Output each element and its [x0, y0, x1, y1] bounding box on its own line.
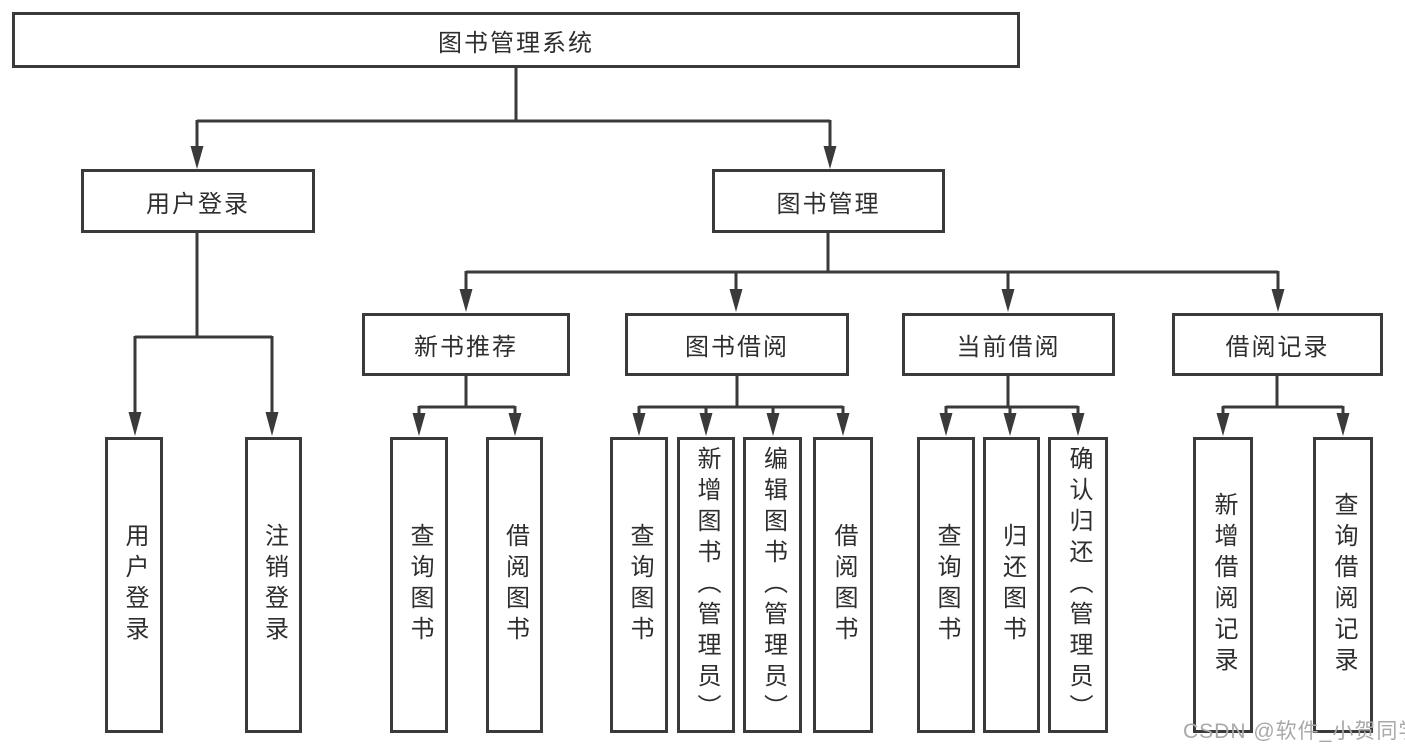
leaf-query-books-borrow: 查询图书 [610, 437, 668, 733]
node-library-system: 图书管理系统 [12, 12, 1020, 68]
leaf-user-login: 用户登录 [105, 437, 163, 733]
leaf-borrow-books: 借阅图书 [813, 437, 873, 733]
leaf-confirm-return-admin-label: 确认归还（管理员） [1065, 445, 1092, 725]
leaf-query-books-current: 查询图书 [917, 437, 975, 733]
leaf-user-login-label: 用户登录 [121, 523, 148, 647]
leaf-logout: 注销登录 [245, 437, 302, 733]
node-current-borrow: 当前借阅 [902, 313, 1115, 376]
csdn-watermark: CSDN @软件_小贺同学 [1183, 720, 1405, 743]
node-user-login-branch: 用户登录 [81, 169, 315, 233]
leaf-confirm-return-admin: 确认归还（管理员） [1048, 437, 1108, 733]
leaf-return-book-label: 归还图书 [998, 523, 1026, 647]
leaf-borrow-books-recommend-label: 借阅图书 [501, 523, 529, 647]
node-new-book-recommend: 新书推荐 [362, 313, 570, 376]
leaf-edit-book-admin: 编辑图书（管理员） [743, 437, 802, 733]
node-book-borrow: 图书借阅 [625, 313, 849, 376]
leaf-add-borrow-record-label: 新增借阅记录 [1210, 492, 1237, 678]
leaf-query-books-recommend-label: 查询图书 [406, 523, 433, 647]
leaf-add-book-admin: 新增图书（管理员） [677, 437, 735, 733]
leaf-query-borrow-record: 查询借阅记录 [1313, 437, 1373, 733]
node-borrow-records: 借阅记录 [1172, 313, 1383, 376]
leaf-return-book: 归还图书 [983, 437, 1040, 733]
leaf-query-books-current-label: 查询图书 [933, 523, 960, 647]
leaf-borrow-books-label: 借阅图书 [830, 523, 857, 647]
leaf-edit-book-admin-label: 编辑图书（管理员） [759, 445, 787, 725]
leaf-add-borrow-record: 新增借阅记录 [1193, 437, 1253, 733]
leaf-borrow-books-recommend: 借阅图书 [486, 437, 543, 733]
leaf-query-books-recommend: 查询图书 [390, 437, 448, 733]
node-book-management: 图书管理 [712, 169, 945, 233]
leaf-query-books-borrow-label: 查询图书 [626, 523, 653, 647]
leaf-add-book-admin-label: 新增图书（管理员） [693, 445, 720, 725]
leaf-query-borrow-record-label: 查询借阅记录 [1330, 492, 1357, 678]
leaf-logout-label: 注销登录 [260, 523, 288, 647]
